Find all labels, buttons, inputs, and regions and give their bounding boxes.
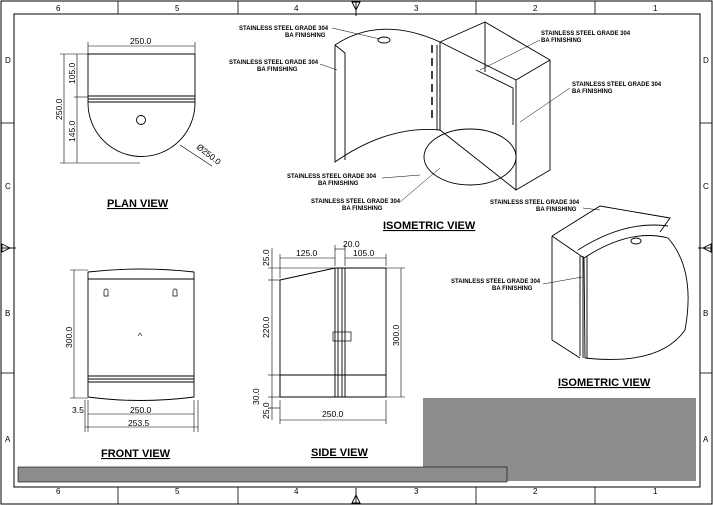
front-view xyxy=(70,268,199,432)
title-strip xyxy=(17,466,508,483)
side-dim-20: 20.0 xyxy=(343,239,360,249)
zone-bottom-2: 2 xyxy=(533,487,538,496)
plan-hole xyxy=(136,115,146,125)
zone-left-b: B xyxy=(5,309,10,318)
finish-note-1-line2: BA FINISHING xyxy=(285,33,326,39)
isometric-open-view xyxy=(334,21,551,191)
keyhole-right-icon xyxy=(172,288,178,297)
zone-top-6: 6 xyxy=(56,4,61,13)
zone-top-1: 1 xyxy=(653,4,658,13)
finish-note-3-line2: BA FINISHING xyxy=(541,38,582,44)
isometric-view-title-1: ISOMETRIC VIEW xyxy=(383,220,476,232)
zone-right-b: B xyxy=(703,309,708,318)
zone-top-5: 5 xyxy=(175,4,180,13)
finish-note-1-line1: STAINLESS STEEL GRADE 304 xyxy=(239,26,329,32)
plan-dim-250v: 250.0 xyxy=(54,98,64,120)
side-dim-105: 105.0 xyxy=(353,248,375,258)
finish-note-3-line1: STAINLESS STEEL GRADE 304 xyxy=(541,31,631,37)
side-dim-125: 125.0 xyxy=(296,248,318,258)
side-view-title: SIDE VIEW xyxy=(311,447,368,459)
front-dim-300: 300.0 xyxy=(64,326,74,348)
plan-dim-width: 250.0 xyxy=(130,36,152,46)
zone-bottom-6: 6 xyxy=(56,487,61,496)
leader-lines xyxy=(319,27,601,285)
inner-border xyxy=(13,13,701,488)
side-dim-300: 300.0 xyxy=(391,324,401,346)
finish-note-8-line1: STAINLESS STEEL GRADE 304 xyxy=(451,279,541,285)
zone-labels: 6 5 4 3 2 1 6 5 4 3 2 1 D C B A D C B A xyxy=(5,4,709,496)
front-dim-250: 250.0 xyxy=(130,405,152,415)
zone-right-c: C xyxy=(703,182,709,191)
side-dim-25-bottom: 25.0 xyxy=(261,402,271,419)
side-dim-220: 220.0 xyxy=(261,316,271,338)
plan-view-title: PLAN VIEW xyxy=(107,198,169,210)
front-outline xyxy=(87,268,195,401)
side-dim-30: 30.0 xyxy=(251,388,261,405)
zone-bottom-1: 1 xyxy=(653,487,658,496)
finish-note-5-line2: BA FINISHING xyxy=(318,181,359,187)
finish-note-8-line2: BA FINISHING xyxy=(492,286,533,292)
finish-note-7-line1: STAINLESS STEEL GRADE 304 xyxy=(490,200,580,206)
zone-top-2: 2 xyxy=(533,4,538,13)
keyhole-left-icon xyxy=(103,288,109,297)
side-view xyxy=(268,245,405,424)
zone-left-d: D xyxy=(5,56,11,65)
zone-left-a: A xyxy=(5,435,11,444)
plan-outline xyxy=(87,53,196,157)
finish-note-4-line2: BA FINISHING xyxy=(572,89,613,95)
plan-dim-105: 105.0 xyxy=(67,62,77,84)
zone-bottom-5: 5 xyxy=(175,487,180,496)
front-dim-253-5: 253.5 xyxy=(128,418,150,428)
finish-note-6-line1: STAINLESS STEEL GRADE 304 xyxy=(311,199,401,205)
side-dim-25-top: 25.0 xyxy=(261,249,271,266)
plan-dim-diameter: Ø250.0 xyxy=(195,142,223,167)
finish-note-5-line1: STAINLESS STEEL GRADE 304 xyxy=(287,174,377,180)
zone-right-d: D xyxy=(703,56,709,65)
zone-top-4: 4 xyxy=(294,4,299,13)
zone-bottom-3: 3 xyxy=(414,487,419,496)
open-door-disc xyxy=(423,128,517,186)
plan-view xyxy=(60,42,213,167)
zone-top-3: 3 xyxy=(414,4,419,13)
side-dim-250: 250.0 xyxy=(322,409,344,419)
plan-dim-145: 145.0 xyxy=(67,120,77,142)
finish-note-2-line1: STAINLESS STEEL GRADE 304 xyxy=(229,60,319,66)
isometric-view-title-2: ISOMETRIC VIEW xyxy=(558,377,651,389)
finish-note-6-line2: BA FINISHING xyxy=(342,206,383,212)
zone-bottom-4: 4 xyxy=(294,487,299,496)
finish-note-7-line2: BA FINISHING xyxy=(536,207,577,213)
front-view-title: FRONT VIEW xyxy=(101,448,171,460)
zone-left-c: C xyxy=(5,182,11,191)
finish-note-4-line1: STAINLESS STEEL GRADE 304 xyxy=(572,82,662,88)
isometric-closed-view xyxy=(551,205,689,360)
front-dim-3-5: 3.5 xyxy=(72,405,84,415)
zone-right-a: A xyxy=(703,435,709,444)
side-hinge xyxy=(332,331,352,342)
finish-note-2-line2: BA FINISHING xyxy=(257,67,298,73)
